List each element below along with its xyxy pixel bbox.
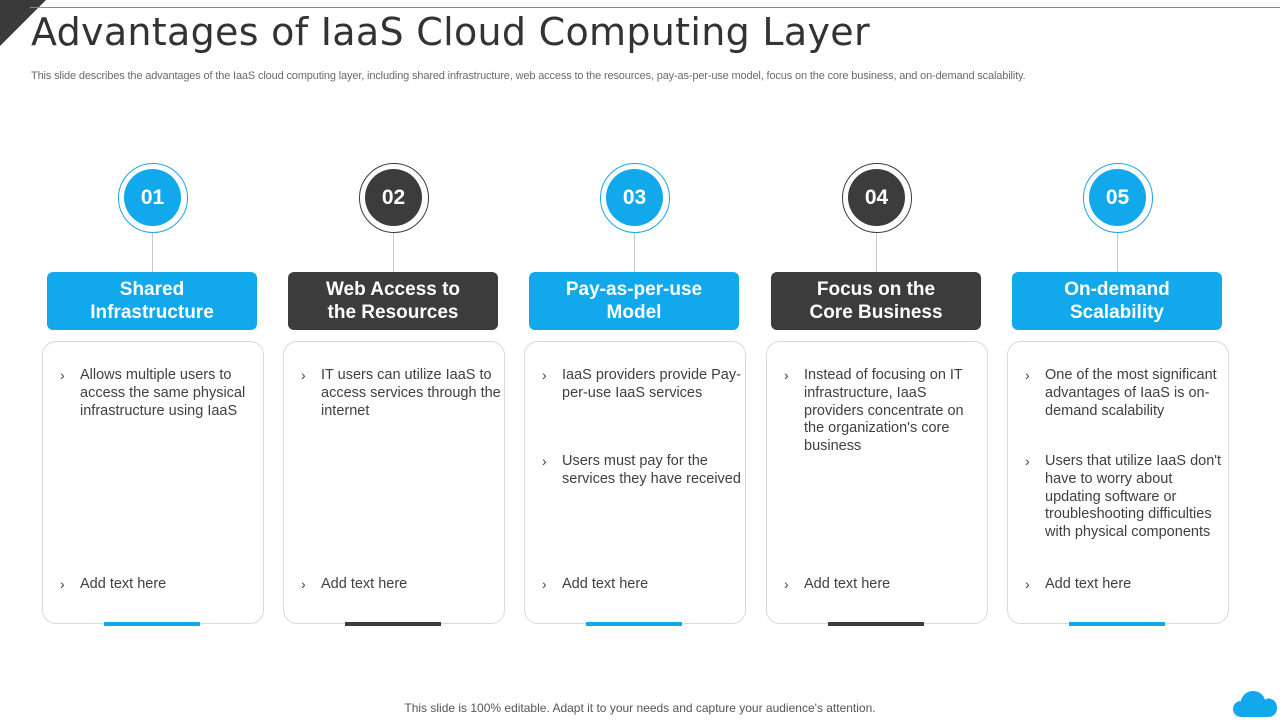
placeholder-text[interactable]: Add text here — [804, 576, 891, 592]
column-heading: Pay-as-per-use Model — [529, 272, 739, 330]
chevron-right-icon: › — [542, 576, 547, 592]
placeholder-item: › Add text here — [1025, 576, 1225, 594]
card-accent-bar — [104, 622, 200, 626]
bullet-item: › Users that utilize IaaS don't have to … — [1025, 453, 1225, 542]
bullet-text: Instead of focusing on IT infrastructure… — [804, 367, 964, 455]
placeholder-item: › Add text here — [784, 576, 984, 594]
chevron-right-icon: › — [542, 453, 547, 469]
step-number: 01 — [124, 169, 181, 226]
bullet-text: One of the most significant advantages o… — [1045, 367, 1217, 419]
advantage-column-1: 01 Shared Infrastructure › Allows multip… — [42, 163, 264, 628]
bullet-item: › Instead of focusing on IT infrastructu… — [784, 367, 984, 456]
placeholder-text[interactable]: Add text here — [562, 576, 649, 592]
content-card — [524, 341, 746, 624]
placeholder-text[interactable]: Add text here — [1045, 576, 1132, 592]
slide-title: Advantages of IaaS Cloud Computing Layer — [31, 10, 870, 54]
step-number: 05 — [1089, 169, 1146, 226]
column-heading: On-demand Scalability — [1012, 272, 1222, 330]
step-circle: 02 — [359, 163, 429, 233]
connector-line — [634, 233, 635, 273]
step-number: 04 — [848, 169, 905, 226]
chevron-right-icon: › — [301, 576, 306, 592]
bullet-text: Users that utilize IaaS don't have to wo… — [1045, 453, 1222, 541]
advantage-column-2: 02 Web Access to the Resources › IT user… — [283, 163, 505, 628]
placeholder-text[interactable]: Add text here — [80, 576, 167, 592]
content-card — [1007, 341, 1229, 624]
bullet-text: Users must pay for the services they hav… — [562, 453, 741, 487]
card-accent-bar — [1069, 622, 1165, 626]
chevron-right-icon: › — [1025, 367, 1030, 383]
placeholder-item: › Add text here — [60, 576, 260, 594]
card-accent-bar — [345, 622, 441, 626]
bullet-item: › One of the most significant advantages… — [1025, 367, 1225, 420]
chevron-right-icon: › — [1025, 453, 1030, 469]
chevron-right-icon: › — [60, 367, 65, 383]
cloud-icon — [1233, 691, 1277, 717]
placeholder-item: › Add text here — [301, 576, 501, 594]
bullet-text: IT users can utilize IaaS to access serv… — [321, 367, 501, 419]
advantage-column-5: 05 On-demand Scalability › One of the mo… — [1007, 163, 1229, 628]
bullet-item: › IT users can utilize IaaS to access se… — [301, 367, 501, 420]
step-circle: 03 — [600, 163, 670, 233]
column-heading: Web Access to the Resources — [288, 272, 498, 330]
card-accent-bar — [828, 622, 924, 626]
placeholder-text[interactable]: Add text here — [321, 576, 408, 592]
slide-subtitle: This slide describes the advantages of t… — [31, 70, 1026, 82]
chevron-right-icon: › — [784, 576, 789, 592]
step-circle: 05 — [1083, 163, 1153, 233]
chevron-right-icon: › — [542, 367, 547, 383]
content-card — [42, 341, 264, 624]
step-number: 03 — [606, 169, 663, 226]
bullet-item: › IaaS providers provide Pay-per-use Iaa… — [542, 367, 742, 403]
bullet-item: › Users must pay for the services they h… — [542, 453, 742, 489]
content-card — [766, 341, 988, 624]
bullet-item: › Allows multiple users to access the sa… — [60, 367, 260, 420]
placeholder-item: › Add text here — [542, 576, 742, 594]
card-accent-bar — [586, 622, 682, 626]
bullet-text: IaaS providers provide Pay-per-use IaaS … — [562, 367, 741, 401]
slide-footer: This slide is 100% editable. Adapt it to… — [404, 701, 876, 715]
step-circle: 04 — [842, 163, 912, 233]
chevron-right-icon: › — [1025, 576, 1030, 592]
connector-line — [876, 233, 877, 273]
advantage-column-3: 03 Pay-as-per-use Model › IaaS providers… — [524, 163, 746, 628]
column-heading: Focus on the Core Business — [771, 272, 981, 330]
chevron-right-icon: › — [60, 576, 65, 592]
connector-line — [152, 233, 153, 273]
step-circle: 01 — [118, 163, 188, 233]
step-number: 02 — [365, 169, 422, 226]
chevron-right-icon: › — [301, 367, 306, 383]
top-rule — [30, 7, 1280, 8]
advantage-column-4: 04 Focus on the Core Business › Instead … — [766, 163, 988, 628]
chevron-right-icon: › — [784, 367, 789, 383]
connector-line — [1117, 233, 1118, 273]
bullet-text: Allows multiple users to access the same… — [80, 367, 246, 419]
column-heading: Shared Infrastructure — [47, 272, 257, 330]
connector-line — [393, 233, 394, 273]
